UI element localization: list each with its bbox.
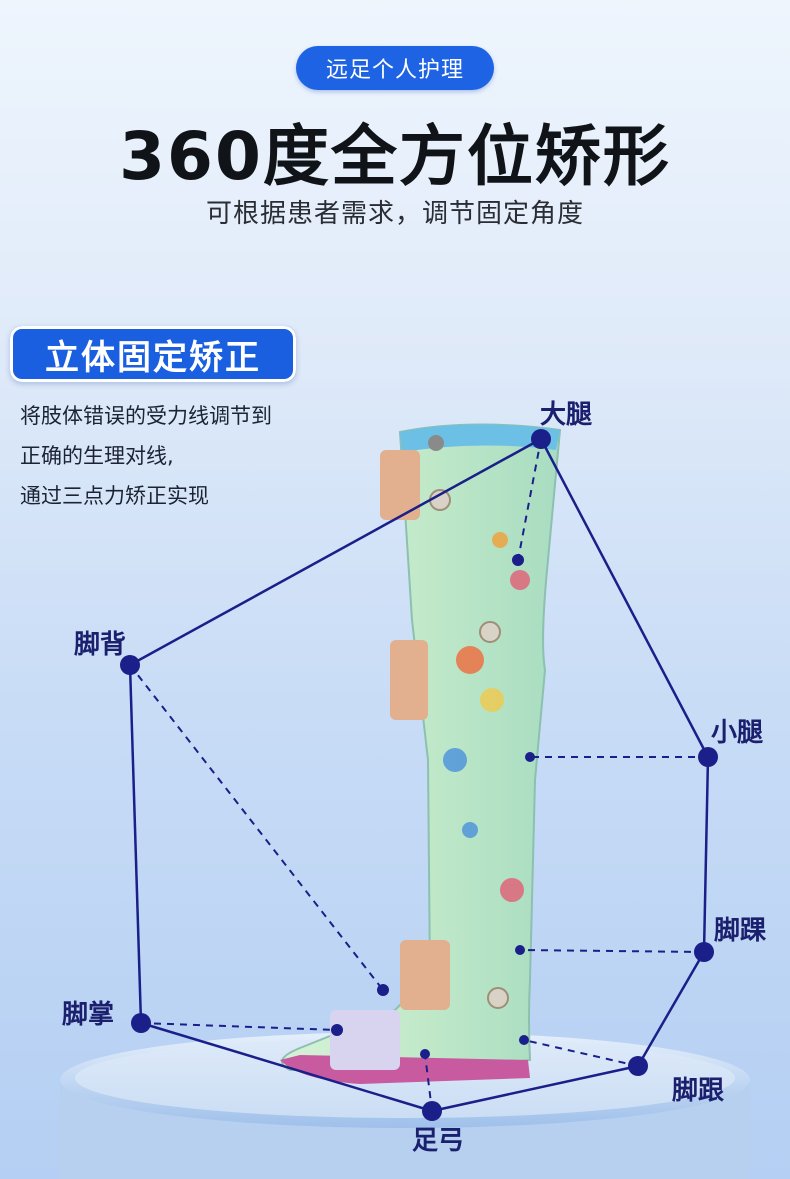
point-heel — [628, 1056, 648, 1076]
point-calf — [698, 747, 718, 767]
force-lines — [128, 437, 710, 1113]
label-instep: 脚背 — [74, 630, 127, 660]
page-title: 360度全方位矫形 — [119, 118, 671, 195]
point-arch — [422, 1101, 442, 1121]
label-palm: 脚掌 — [62, 1000, 115, 1030]
section-description: 将肢体错误的受力线调节到 正确的生理对线, 通过三点力矫正实现 — [20, 396, 350, 516]
description-line: 正确的生理对线, — [20, 444, 174, 468]
description-line: 将肢体错误的受力线调节到 — [20, 404, 272, 428]
brace-shell — [280, 423, 562, 1084]
section-badge: 立体固定矫正 — [10, 326, 296, 382]
point-ankle — [694, 942, 714, 962]
point-palm — [131, 1013, 151, 1033]
label-heel: 脚跟 — [672, 1076, 725, 1106]
force-points — [120, 429, 718, 1121]
label-ankle: 脚踝 — [714, 916, 767, 946]
force-lines-dashed — [129, 438, 708, 1112]
label-arch: 足弓 — [412, 1126, 465, 1156]
point-instep — [120, 655, 140, 675]
description-line: 通过三点力矫正实现 — [20, 484, 209, 508]
page-subtitle: 可根据患者需求，调节固定角度 — [205, 199, 584, 229]
point-thigh — [531, 429, 551, 449]
label-thigh: 大腿 — [540, 400, 593, 430]
brand-pill: 远足个人护理 — [296, 46, 494, 90]
label-calf: 小腿 — [711, 718, 764, 748]
